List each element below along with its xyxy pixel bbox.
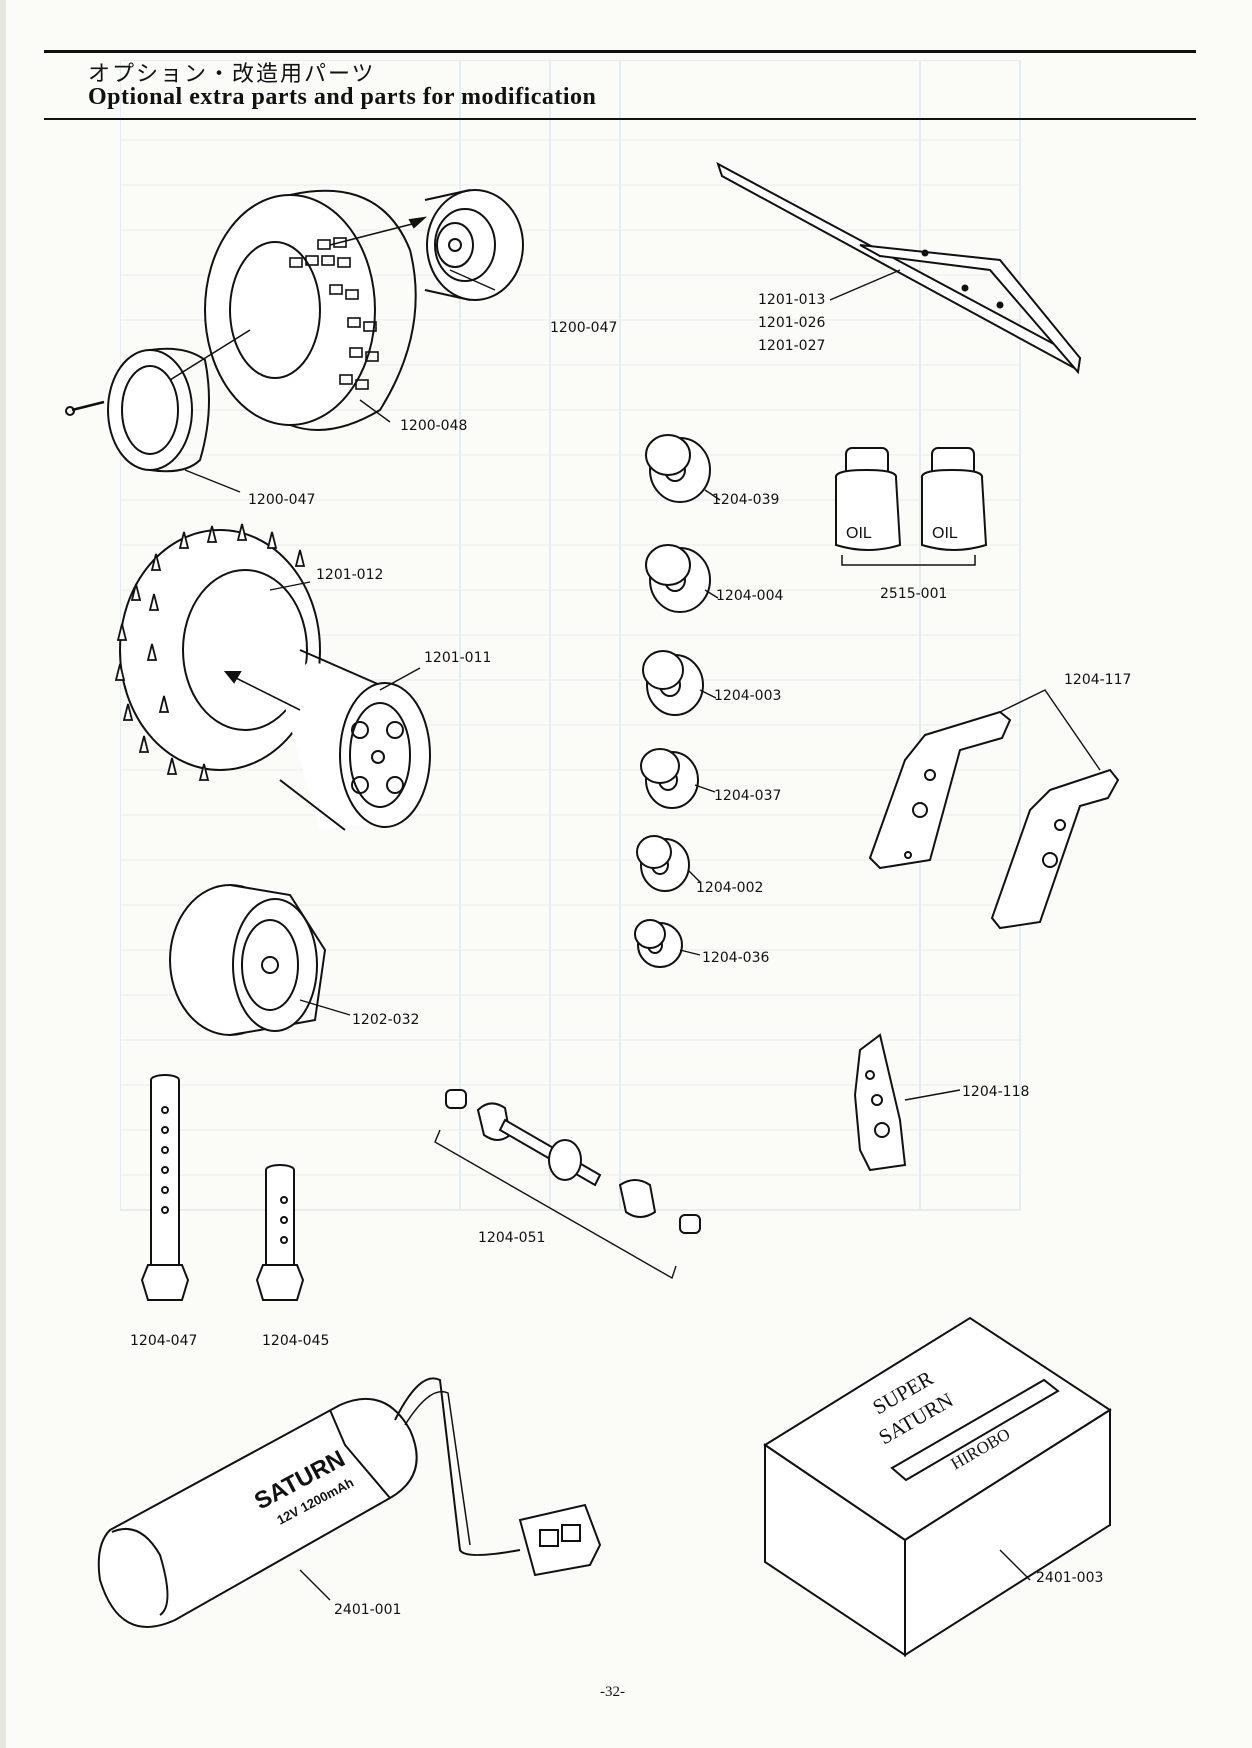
part-label-1204-047: 1204-047 [130,1333,198,1349]
part-label-1204-002: 1204-002 [696,880,764,896]
part-label-1200-048: 1200-048 [400,418,468,434]
part-label-1204-117: 1204-117 [1064,672,1132,688]
pipe-1204-047 [140,1074,190,1301]
page-edge-shadow [0,0,6,1748]
part-label-1201-026: 1201-026 [758,315,826,331]
gear-1204-037 [640,748,699,809]
part-label-1201-013: 1201-013 [758,292,826,308]
battery-connector [518,1503,602,1577]
screw-1200-047 [65,400,105,416]
part-label-1204-036: 1204-036 [702,950,770,966]
bracket-1204-118 [853,1033,907,1172]
part-label-1200-047-rear: 1200-047 [550,320,618,336]
part-label-1200-047-front: 1200-047 [248,492,316,508]
part-label-1204-045: 1204-045 [262,1333,330,1349]
bracket-1204-117-left [868,710,1012,870]
oil-bottle-right [920,447,988,551]
gear-1204-039 [645,434,711,503]
gear-1204-003 [642,650,704,716]
oil-label-right: OIL [932,525,958,542]
wheel-half-front-1200-047 [107,347,210,473]
wheel-half-rear-1200-047 [424,189,524,301]
part-label-1202-032: 1202-032 [352,1012,420,1028]
bumper-plate [716,161,1082,375]
part-label-1204-039: 1204-039 [712,492,780,508]
bracket-1204-117-right [990,768,1120,930]
tire-1200-048 [204,189,417,431]
part-label-1204-118: 1204-118 [962,1084,1030,1100]
spiked-tire-1201-012 [114,523,321,781]
battery-box-2401-003 [763,1316,1112,1657]
oil-label-left: OIL [846,525,872,542]
wheel-1201-011 [279,649,431,831]
page-number: -32- [600,1684,625,1700]
page-title-english: Optional extra parts and parts for modif… [88,84,597,110]
part-label-1201-012: 1201-012 [316,567,384,583]
part-label-2401-001: 2401-001 [334,1602,402,1618]
part-label-1201-027: 1201-027 [758,338,826,354]
page-title-japanese: オプション・改造用パーツ [88,62,376,87]
gear-1204-036 [634,919,683,968]
part-label-1204-004: 1204-004 [716,588,784,604]
gear-1204-004 [645,544,711,613]
battery-2401-001 [97,1397,418,1628]
gear-1204-002 [636,835,690,892]
title-underline-rule [44,118,1196,120]
part-label-1201-011: 1201-011 [424,650,492,666]
top-rule [44,50,1196,53]
part-label-1204-037: 1204-037 [714,788,782,804]
part-label-2401-003: 2401-003 [1036,1570,1104,1586]
part-label-2515-001: 2515-001 [880,586,948,602]
oil-bottle-left [834,447,902,551]
shaft-set-1204-051 [445,1089,701,1234]
part-label-1204-003: 1204-003 [714,688,782,704]
wheel-1202-032 [169,884,327,1036]
pipe-1204-045 [255,1164,305,1301]
part-label-1204-051: 1204-051 [478,1230,546,1246]
